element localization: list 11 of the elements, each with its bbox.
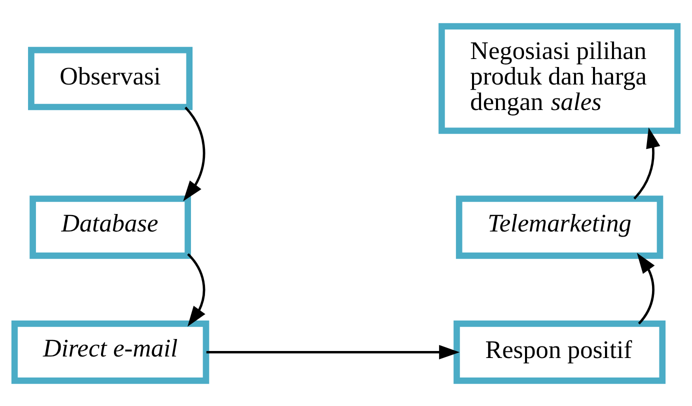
node-box: Observasi [28, 46, 193, 110]
node-box: Direct e-mail [11, 320, 210, 384]
arrow [206, 344, 460, 359]
node-box: Database [30, 195, 191, 258]
node-box: Negosiasi pilihan produk dan harga dengan sales [438, 22, 681, 134]
arrow [187, 252, 206, 326]
arrow [636, 252, 655, 324]
arrow [183, 106, 206, 201]
node-box: Telemarketing [456, 195, 664, 258]
node-box: Respon positif [454, 320, 666, 384]
arrow [633, 127, 660, 199]
